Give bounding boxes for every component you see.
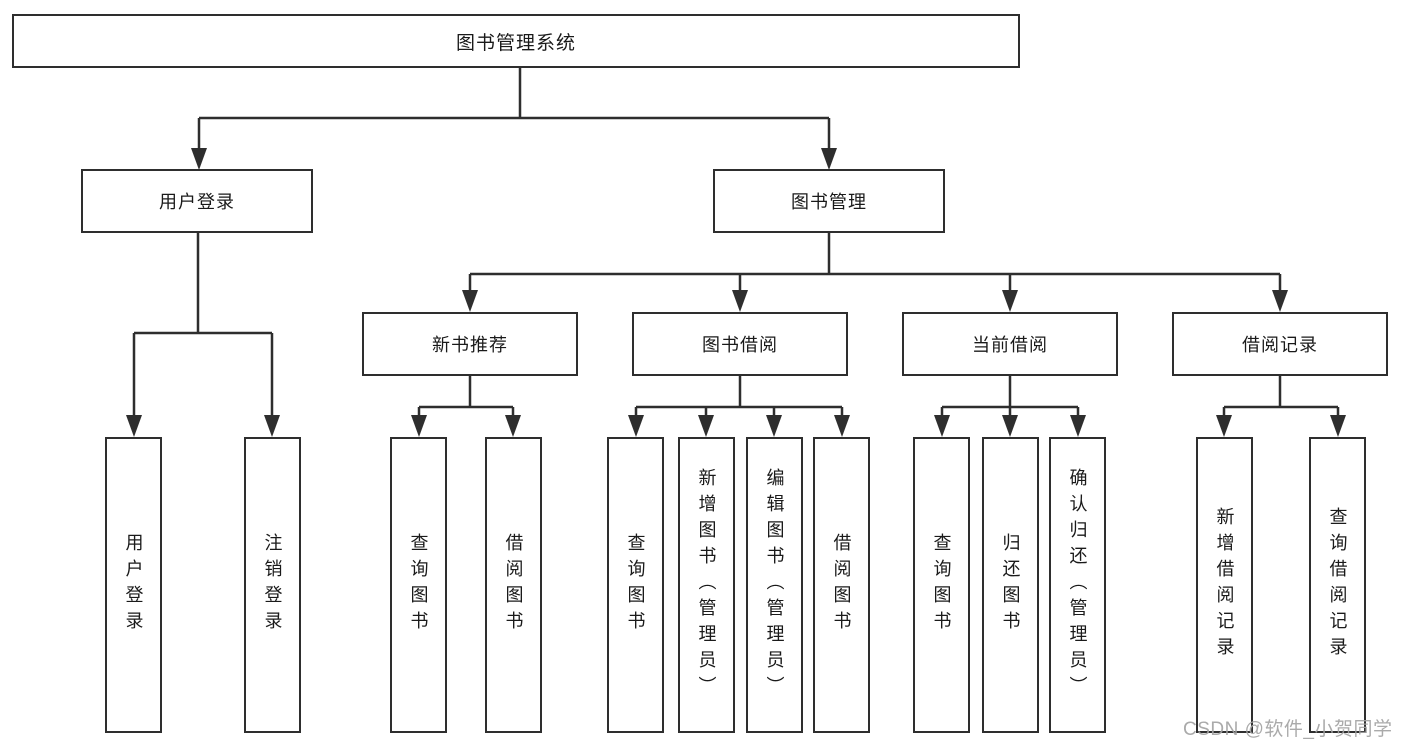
node-label: 归还图书 [1000, 533, 1021, 637]
leaf-edit-book-admin: 编辑图书（管理员） [746, 437, 803, 733]
node-label: 新增借阅记录 [1214, 507, 1235, 663]
node-borrowing-records: 借阅记录 [1172, 312, 1388, 376]
leaf-query-books-borrowing: 查询图书 [607, 437, 664, 733]
node-label: 借阅图书 [503, 533, 524, 637]
node-label: 借阅记录 [1242, 335, 1318, 355]
node-current-borrowing: 当前借阅 [902, 312, 1118, 376]
leaf-query-borrow-record: 查询借阅记录 [1309, 437, 1366, 733]
node-book-management: 图书管理 [713, 169, 945, 233]
leaf-borrow-books-recommend: 借阅图书 [485, 437, 542, 733]
node-label: 新增图书（管理员） [696, 468, 717, 702]
node-label: 查询图书 [625, 533, 646, 637]
leaf-borrow-books: 借阅图书 [813, 437, 870, 733]
node-label: 查询借阅记录 [1327, 507, 1348, 663]
leaf-return-books: 归还图书 [982, 437, 1039, 733]
node-label: 确认归还（管理员） [1067, 468, 1088, 702]
node-new-book-recommendation: 新书推荐 [362, 312, 578, 376]
node-label: 用户登录 [123, 533, 144, 637]
node-book-borrowing: 图书借阅 [632, 312, 848, 376]
node-label: 当前借阅 [972, 335, 1048, 355]
leaf-query-books-recommend: 查询图书 [390, 437, 447, 733]
leaf-query-books-current: 查询图书 [913, 437, 970, 733]
leaf-confirm-return-admin: 确认归还（管理员） [1049, 437, 1106, 733]
node-label: 编辑图书（管理员） [764, 468, 785, 702]
node-label: 图书管理系统 [455, 32, 576, 54]
leaf-logout: 注销登录 [244, 437, 301, 733]
watermark: CSDN @软件_小贺同学 [1183, 719, 1393, 740]
node-label: 查询图书 [408, 533, 429, 637]
arrowheads [126, 148, 1346, 437]
node-user-login: 用户登录 [81, 169, 313, 233]
node-label: 图书借阅 [702, 335, 778, 355]
node-label: 图书管理 [791, 192, 867, 212]
node-library-management-system: 图书管理系统 [12, 14, 1020, 68]
node-label: 查询图书 [931, 533, 952, 637]
node-label: 新书推荐 [432, 335, 508, 355]
node-label: 用户登录 [159, 192, 235, 212]
leaf-user-login: 用户登录 [105, 437, 162, 733]
leaf-add-book-admin: 新增图书（管理员） [678, 437, 735, 733]
leaf-add-borrow-record: 新增借阅记录 [1196, 437, 1253, 733]
node-label: 借阅图书 [831, 533, 852, 637]
node-label: 注销登录 [262, 533, 283, 637]
